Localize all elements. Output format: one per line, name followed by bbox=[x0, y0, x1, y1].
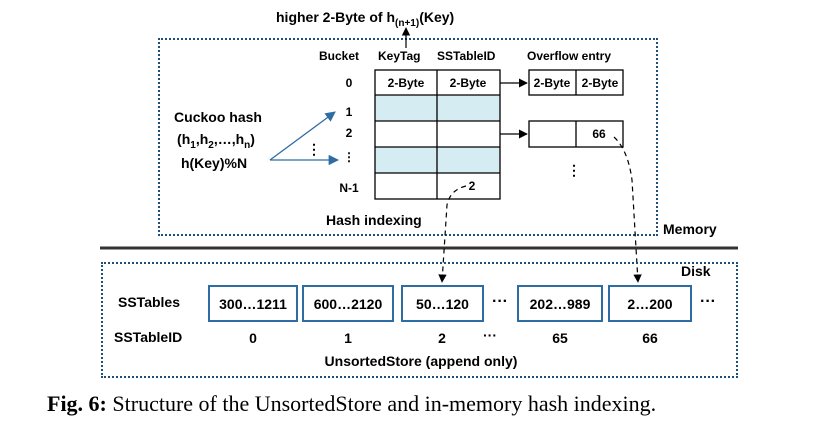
overflow-header: Overflow entry bbox=[527, 49, 612, 63]
sstable-range-1: 600…2120 bbox=[313, 295, 383, 312]
cuckoo-line2-prefix: (h bbox=[177, 131, 191, 147]
cuckoo-line3: h(Key)%N bbox=[180, 155, 248, 171]
sstable-box-0: 300…1211 bbox=[208, 285, 298, 322]
unsorted-store-label: UnsortedStore (append only) bbox=[324, 353, 518, 369]
sstable-id-2: 2 bbox=[438, 330, 446, 346]
disk-region bbox=[101, 262, 738, 378]
disk-label: Disk bbox=[681, 263, 711, 279]
caption-text: Structure of the UnsortedStore and in-me… bbox=[106, 391, 657, 416]
sstables-label: SSTables bbox=[118, 294, 180, 310]
sstable-id-65: 65 bbox=[552, 330, 568, 346]
sstable-box-65: 202…989 bbox=[517, 285, 603, 322]
keytag-header: KeyTag bbox=[378, 49, 421, 63]
sstable-range-66: 2…200 bbox=[627, 295, 673, 312]
cuckoo-mid2: ,…,h bbox=[213, 131, 245, 147]
pointer-n1-to-sst2 bbox=[438, 185, 467, 283]
bucket-row-1: 1 bbox=[345, 105, 353, 119]
bucket-row-dots: ⋮ bbox=[343, 150, 355, 164]
bucket-header: Bucket bbox=[319, 49, 360, 63]
sstable-id-0: 0 bbox=[249, 330, 257, 346]
hash-indexing-label: Hash indexing bbox=[326, 212, 422, 228]
overflow-row2-value: 66 bbox=[592, 127, 606, 141]
sstable-range-2: 50…120 bbox=[416, 295, 469, 312]
top-label-main: higher 2-Byte of h bbox=[276, 9, 396, 25]
cuckoo-mid1: ,h bbox=[195, 131, 209, 147]
overflow-row0-a: 2-Byte bbox=[533, 76, 571, 90]
cuckoo-line1: Cuckoo hash bbox=[174, 109, 262, 125]
bucket-row-0: 0 bbox=[345, 76, 353, 90]
bucket-row-n-1: N-1 bbox=[339, 181, 359, 195]
sstable-box-66: 2…200 bbox=[608, 285, 692, 322]
cuckoo-suffix: ) bbox=[250, 131, 255, 147]
sstableid-label: SSTableID bbox=[114, 329, 183, 345]
memory-label: Memory bbox=[663, 221, 717, 237]
row0-sstableid: 2-Byte bbox=[449, 76, 487, 90]
sstable-box-1: 600…2120 bbox=[302, 285, 394, 322]
overflow-row0-b: 2-Byte bbox=[581, 76, 619, 90]
last-row-value: 2 bbox=[468, 179, 476, 193]
cuckoo-sub2: 2 bbox=[208, 139, 214, 151]
sstables-ellipsis-end: ··· bbox=[700, 293, 716, 310]
sstable-range-65: 202…989 bbox=[529, 295, 591, 312]
cuckoo-vdots: ⋮ bbox=[307, 141, 321, 157]
sstable-ids-ellipsis: ··· bbox=[483, 327, 497, 343]
sstable-box-2: 50…120 bbox=[401, 285, 484, 322]
cuckoo-arrow-1 bbox=[269, 111, 336, 161]
overflow-vdots: ⋮ bbox=[567, 162, 581, 178]
caption-bold: Fig. 6: bbox=[47, 391, 107, 416]
row0-keytag: 2-Byte bbox=[387, 76, 425, 90]
cuckoo-sub3: n bbox=[244, 139, 251, 151]
top-label-suffix: (Key) bbox=[419, 9, 455, 25]
cuckoo-line2: (h1,h2,…,hn) bbox=[177, 131, 255, 151]
memory-region bbox=[158, 38, 658, 236]
sstable-range-0: 300…1211 bbox=[219, 295, 287, 312]
sstableid-header: SSTableID bbox=[437, 49, 496, 63]
sstables-ellipsis-mid: ··· bbox=[492, 293, 508, 310]
top-label-sub: (n+1) bbox=[395, 17, 420, 29]
sstable-id-66: 66 bbox=[642, 330, 658, 346]
bucket-row-2: 2 bbox=[345, 126, 353, 140]
sstable-id-1: 1 bbox=[344, 330, 352, 346]
figure-caption: Fig. 6: Structure of the UnsortedStore a… bbox=[47, 391, 656, 417]
top-label: higher 2-Byte of h(n+1)(Key) bbox=[276, 9, 454, 29]
cuckoo-sub1: 1 bbox=[190, 139, 196, 151]
pointer-66-to-sst66 bbox=[613, 136, 642, 283]
